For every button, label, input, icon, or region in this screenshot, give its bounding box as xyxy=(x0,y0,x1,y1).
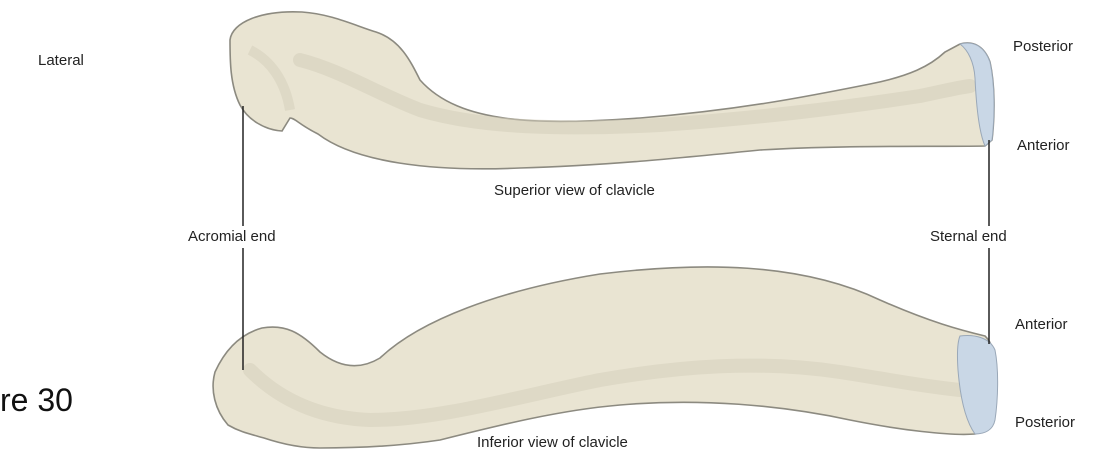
inferior-clavicle-bone xyxy=(213,267,998,448)
inferior-view-caption: Inferior view of clavicle xyxy=(477,434,628,452)
superior-view-caption: Superior view of clavicle xyxy=(494,182,655,200)
posterior-top-label: Posterior xyxy=(1013,38,1073,56)
figure-number-fragment: re 30 xyxy=(0,382,73,418)
superior-clavicle-bone xyxy=(230,12,994,169)
anterior-bottom-label: Anterior xyxy=(1015,316,1068,334)
anterior-top-label: Anterior xyxy=(1017,137,1070,155)
lateral-label: Lateral xyxy=(38,52,84,70)
acromial-end-label: Acromial end xyxy=(188,228,276,246)
posterior-bottom-label: Posterior xyxy=(1015,414,1075,432)
sternal-end-label: Sternal end xyxy=(930,228,1007,246)
